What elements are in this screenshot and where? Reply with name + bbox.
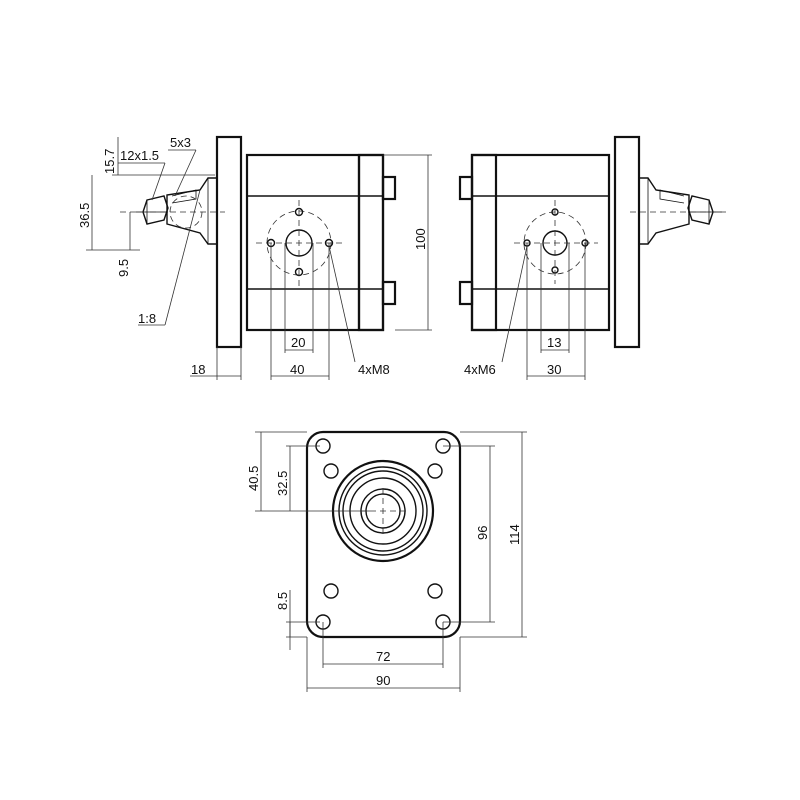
dim-8-5: 8.5 [275,592,290,610]
dim-96: 96 [475,526,490,540]
left-side-view: 15.7 12x1.5 5x3 36.5 9.5 1:8 100 18 20 4… [77,135,432,380]
dim-40: 40 [290,362,304,377]
dim-18: 18 [191,362,205,377]
dim-13: 13 [547,335,561,350]
front-flange [305,430,462,639]
dim-5x3: 5x3 [170,135,191,150]
right-flange-plate [613,135,641,349]
front-view: 40.5 32.5 8.5 96 114 72 90 [246,430,527,692]
right-shaft-taper [638,177,690,245]
dim-4xM8: 4xM8 [358,362,390,377]
dim-15-7: 15.7 [102,149,117,174]
left-shaft-taper [166,177,218,245]
dim-90: 90 [376,673,390,688]
dim-30: 30 [547,362,561,377]
dim-32-5: 32.5 [275,471,290,496]
dim-114: 114 [507,524,522,545]
left-flange-plate [215,135,243,349]
dim-12x1-5: 12x1.5 [120,148,159,163]
dim-1-8: 1:8 [138,311,156,326]
dim-4xM6: 4xM6 [464,362,496,377]
right-front-cap [470,153,498,332]
dim-36-5: 36.5 [77,203,92,228]
dim-72: 72 [376,649,390,664]
dim-100: 100 [413,228,428,250]
dim-40-5: 40.5 [246,466,261,491]
left-rear-cap [357,153,385,332]
right-side-view: 4xM6 13 30 [458,135,728,380]
dim-9-5: 9.5 [116,259,131,277]
dim-20: 20 [291,335,305,350]
